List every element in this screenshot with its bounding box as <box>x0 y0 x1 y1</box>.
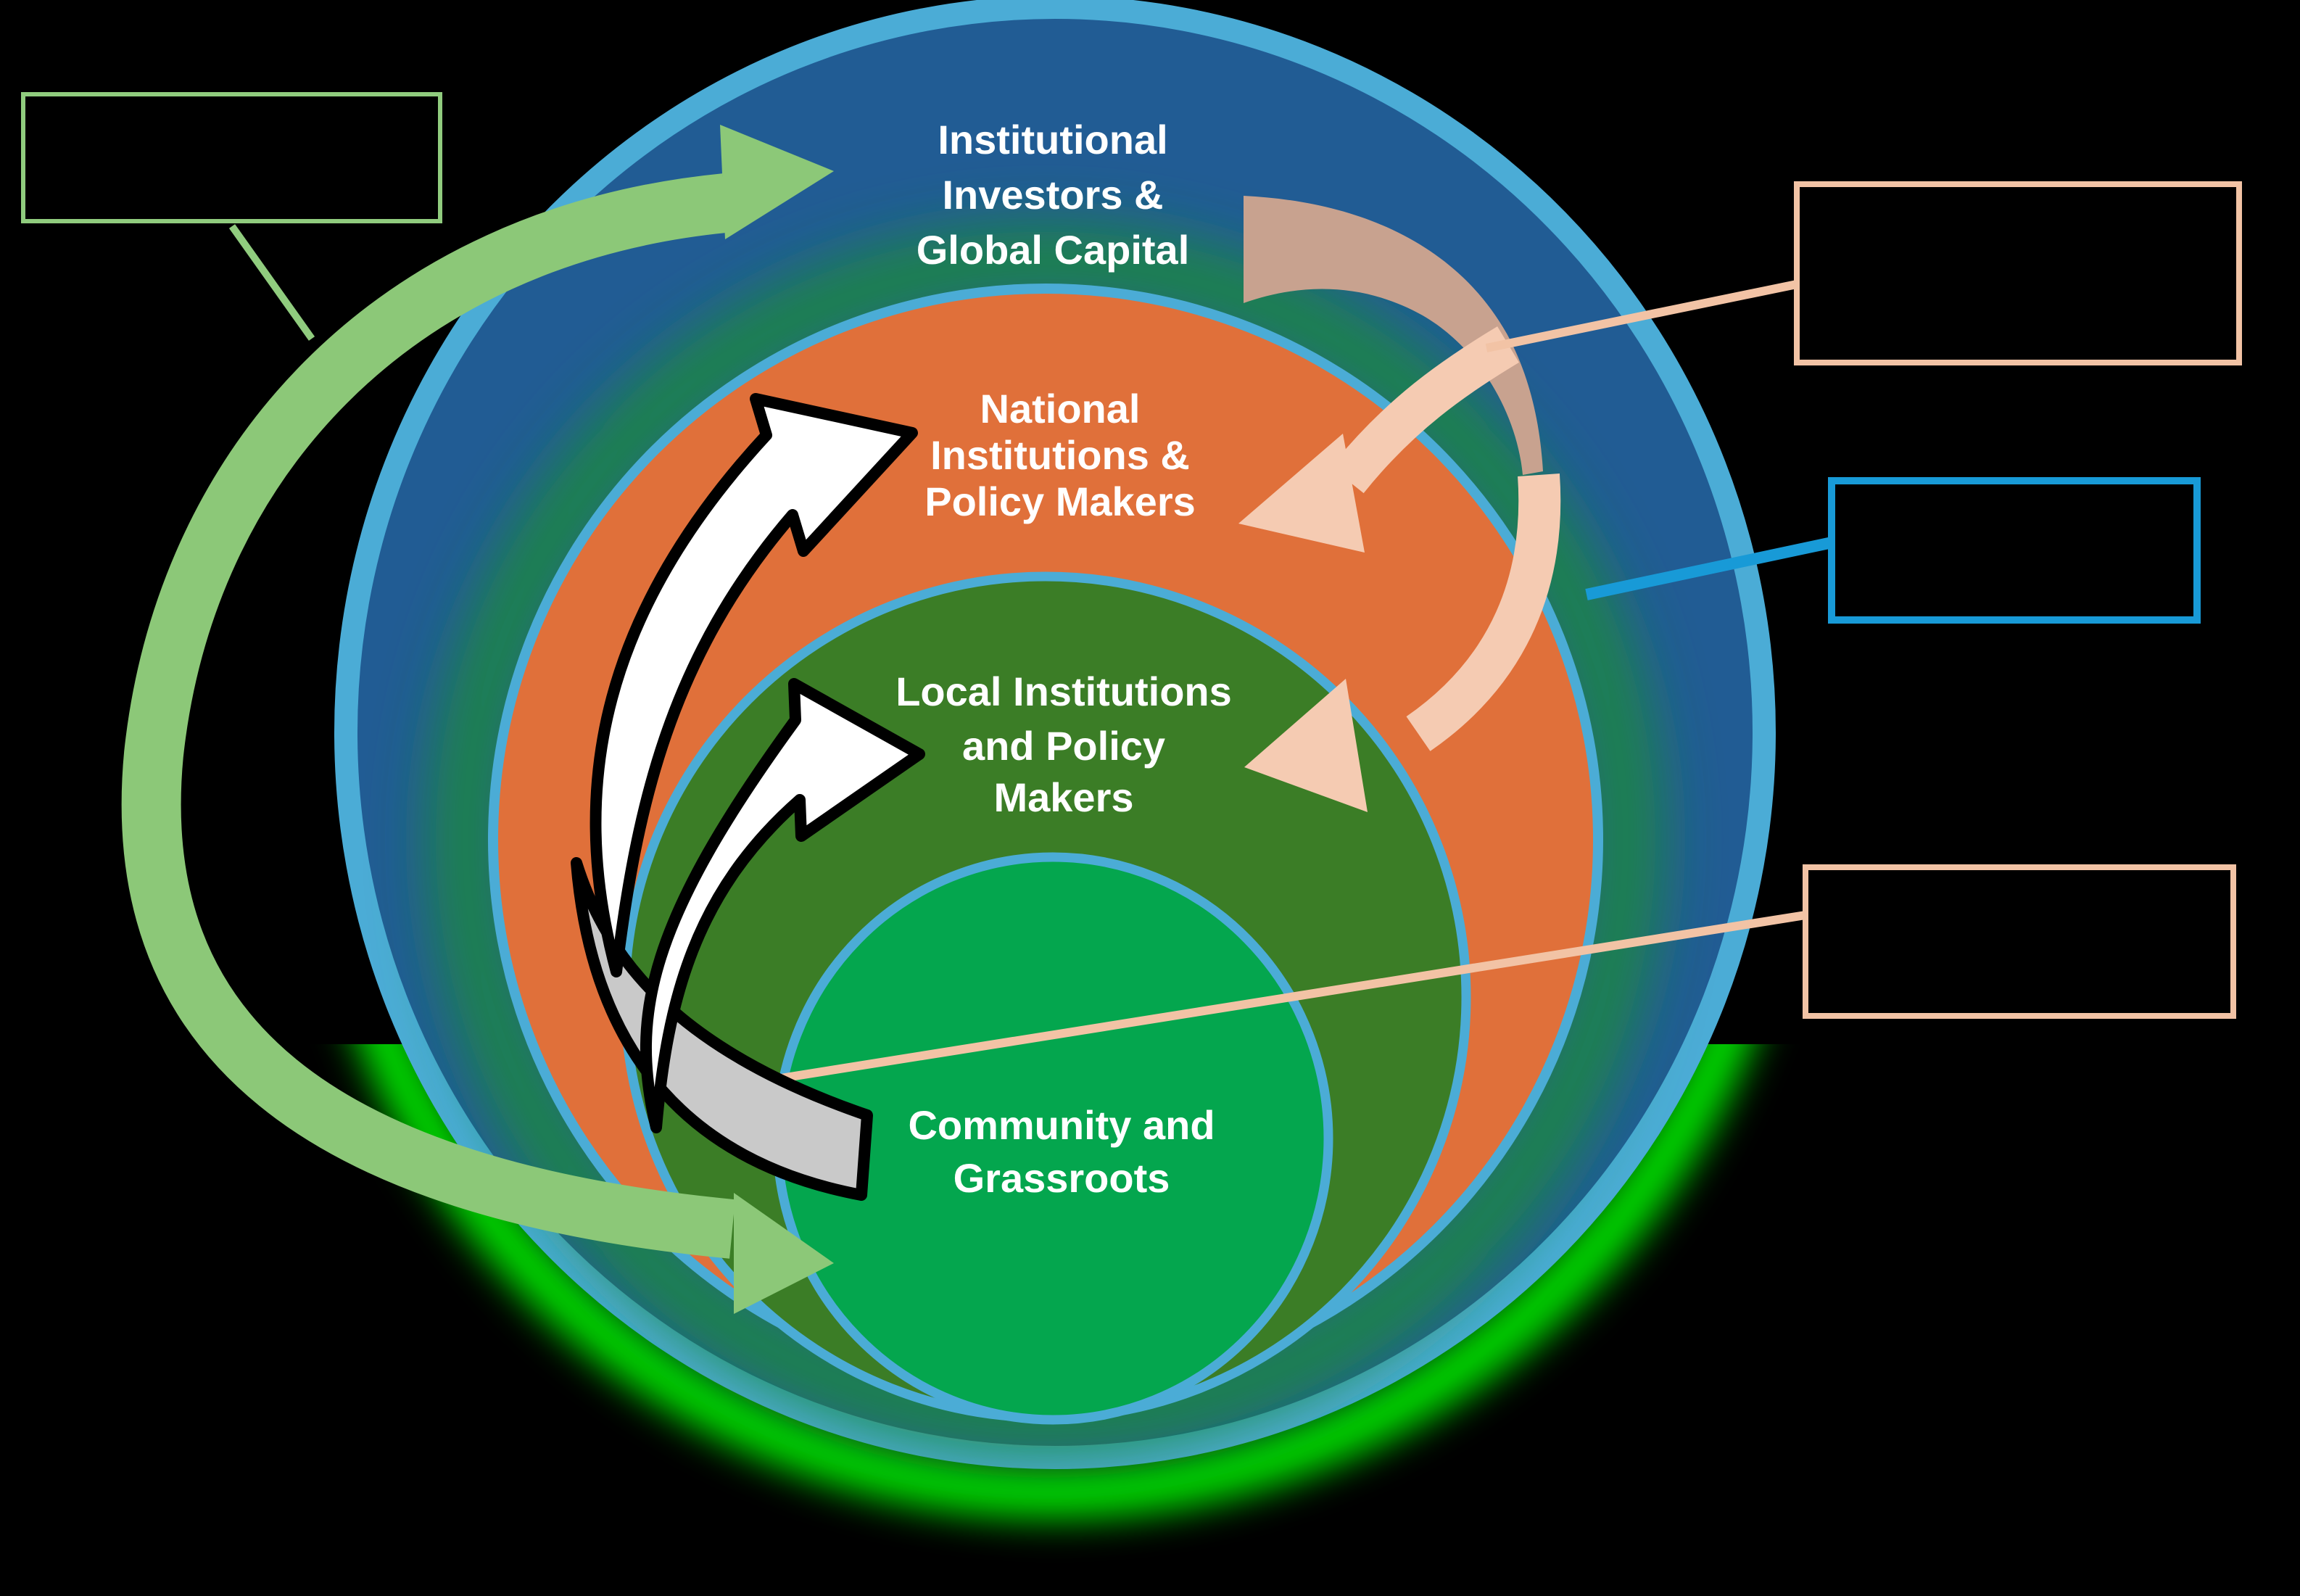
bottom-glow-arc <box>358 1044 1752 1518</box>
bottom-glow <box>358 1044 1752 1518</box>
label-institutional-line3: Global Capital <box>917 227 1190 273</box>
label-national-line3: Policy Makers <box>924 479 1196 524</box>
label-institutional: Institutional Investors & Global Capital <box>917 117 1190 273</box>
label-community: Community and Grassroots <box>908 1102 1215 1201</box>
callout-right-blue <box>1828 477 2201 624</box>
label-local: Local Institutions and Policy Makers <box>895 669 1232 820</box>
label-local-line1: Local Institutions <box>895 669 1232 714</box>
label-institutional-line2: Investors & <box>943 172 1164 218</box>
callout-left-green <box>21 92 442 223</box>
inward-arrow-local <box>1244 474 1561 812</box>
global-community-loop-band <box>121 173 735 1259</box>
label-local-line2: and Policy <box>962 723 1165 769</box>
global-community-loop-arrow <box>121 125 834 1314</box>
callout-right-bottom-peach <box>1803 864 2236 1019</box>
top-down-capital-arrow <box>1244 196 1543 475</box>
inward-arrow-national-band <box>1331 326 1519 494</box>
label-community-line2: Grassroots <box>953 1155 1170 1201</box>
inward-arrow-local-band <box>1406 474 1561 751</box>
label-community-line1: Community and <box>908 1102 1215 1148</box>
label-national-line1: National <box>980 386 1141 431</box>
callout-right-top-peach <box>1794 181 2242 365</box>
inward-arrow-national-head <box>1238 434 1365 553</box>
label-institutional-line1: Institutional <box>938 117 1167 162</box>
community-voice-tail-arrow <box>571 857 873 1201</box>
leader-left-green <box>228 224 315 341</box>
leader-right-top-peach <box>1485 280 1798 352</box>
leader-right-bottom-peach <box>766 911 1806 1085</box>
label-national: National Institutions & Policy Makers <box>924 386 1196 524</box>
label-local-line3: Makers <box>993 774 1133 820</box>
global-community-loop-head-top <box>720 125 834 239</box>
upward-arrow-local <box>640 678 925 1133</box>
global-community-loop-head-bottom <box>734 1193 834 1314</box>
upward-arrow-national <box>590 393 918 977</box>
leader-right-blue <box>1585 537 1834 600</box>
inward-arrow-local-head <box>1244 679 1368 812</box>
inward-arrow-national <box>1238 326 1519 553</box>
label-national-line2: Institutions & <box>930 432 1190 478</box>
